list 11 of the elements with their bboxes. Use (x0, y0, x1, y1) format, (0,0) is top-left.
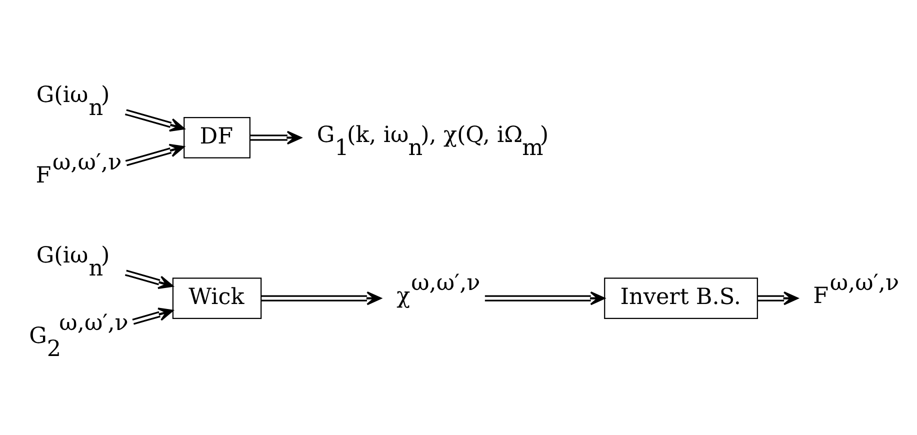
arrow (250, 130, 302, 144)
arrow (132, 307, 174, 324)
arrow (261, 290, 382, 305)
node-box: Invert B.S. (604, 277, 758, 318)
arrow (484, 290, 606, 305)
arrow (124, 269, 174, 288)
arrow (757, 290, 798, 305)
node-box: Wick (172, 277, 262, 318)
arrow (125, 143, 185, 166)
node-box: DF (184, 116, 250, 158)
arrow (124, 108, 185, 132)
